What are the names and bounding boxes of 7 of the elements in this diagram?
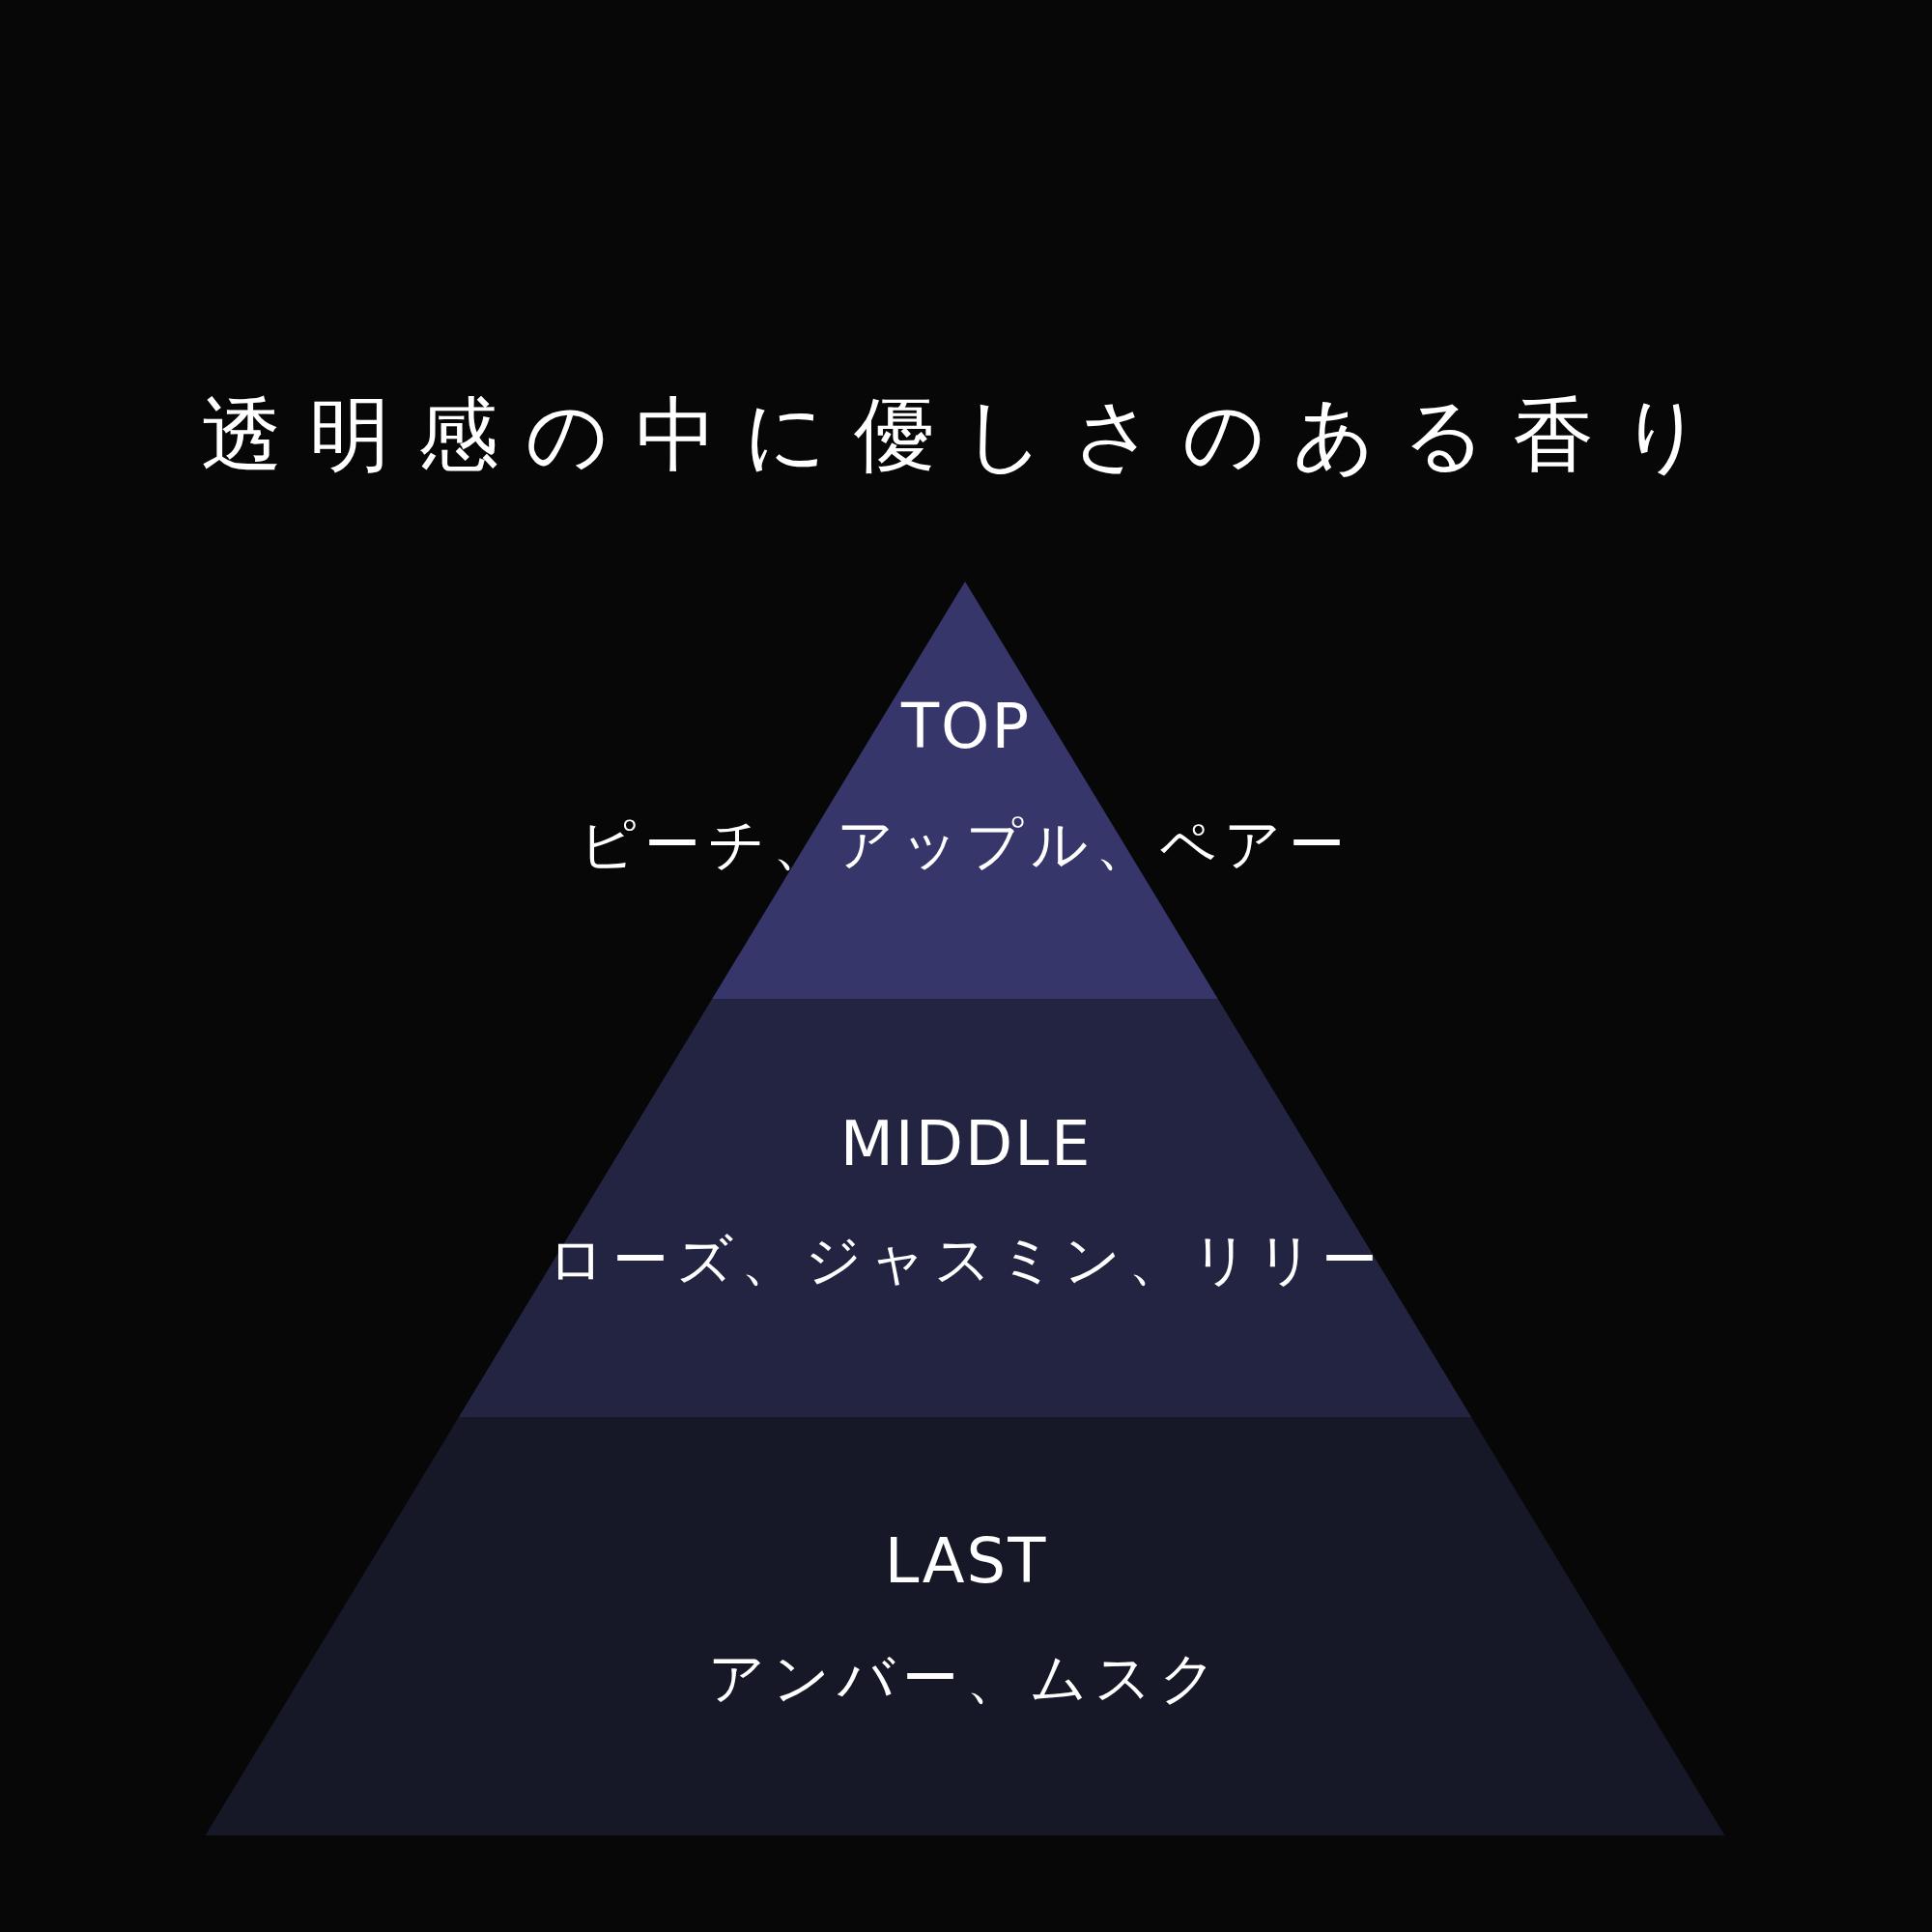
subtitle: 透明感の中に優しさのある香り bbox=[200, 386, 1732, 484]
tier-heading: LAST bbox=[883, 1524, 1049, 1599]
note-list: ピーチ、アップル、ペアー bbox=[145, 806, 1787, 883]
note-list: アンバー、ムスク bbox=[145, 1639, 1787, 1717]
tier-heading: MIDDLE bbox=[838, 1107, 1094, 1181]
tier-heading: TOP bbox=[899, 690, 1033, 764]
note-list: ローズ、ジャスミン、リリー bbox=[145, 1221, 1787, 1298]
